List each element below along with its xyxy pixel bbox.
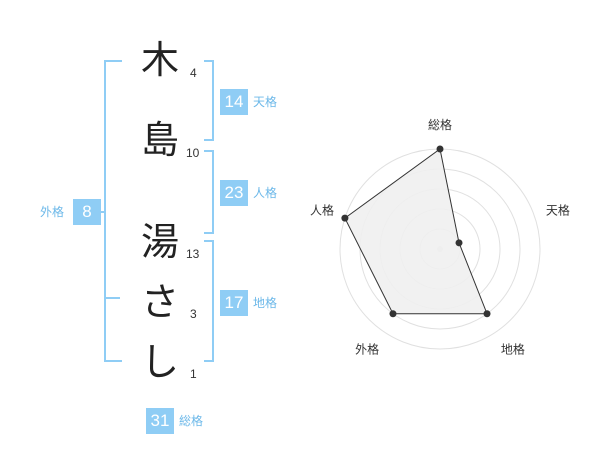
chikaku-value: 17: [220, 290, 248, 316]
radar-point-2: [455, 239, 463, 247]
chikaku-label: 地格: [253, 296, 278, 310]
radar-point-4: [389, 310, 397, 318]
stroke-count-1: 4: [190, 66, 197, 80]
name-char-4: さ: [140, 280, 179, 324]
radar-axis-label-3: 地格: [501, 341, 525, 356]
stroke-count-5: 1: [190, 367, 197, 381]
stroke-count-2: 10: [186, 146, 200, 160]
radar-series-area: [344, 148, 488, 315]
jinkaku-label: 人格: [253, 186, 278, 200]
radar-axis-label-5: 人格: [310, 203, 334, 218]
radar-point-5: [341, 214, 349, 222]
radar-axis-label-1: 総格: [428, 117, 452, 132]
name-char-3: 湯: [140, 220, 179, 264]
jinkaku-bracket: [204, 150, 214, 234]
gaikaku-inner-tick: [104, 297, 120, 299]
name-char-2: 島: [140, 118, 179, 162]
name-char-5: し: [140, 340, 179, 384]
tenkaku-label: 天格: [253, 95, 278, 109]
radar-axis-label-4: 外格: [355, 341, 379, 356]
radar-point-3: [483, 310, 491, 318]
gaikaku-label: 外格: [40, 205, 65, 219]
radar-axis-label-2: 天格: [546, 203, 570, 218]
chikaku-bracket: [204, 240, 214, 362]
name-char-1: 木: [140, 38, 179, 82]
stroke-count-4: 3: [190, 307, 197, 321]
tenkaku-value: 14: [220, 89, 248, 115]
gaikaku-bracket: [104, 60, 122, 362]
radar-point-1: [436, 145, 444, 153]
soukaku-label: 総格: [179, 414, 204, 428]
gaikaku-value: 8: [73, 199, 101, 225]
jinkaku-value: 23: [220, 180, 248, 206]
soukaku-value: 31: [146, 408, 174, 434]
tenkaku-bracket: [204, 60, 214, 141]
stroke-count-3: 13: [186, 247, 200, 261]
